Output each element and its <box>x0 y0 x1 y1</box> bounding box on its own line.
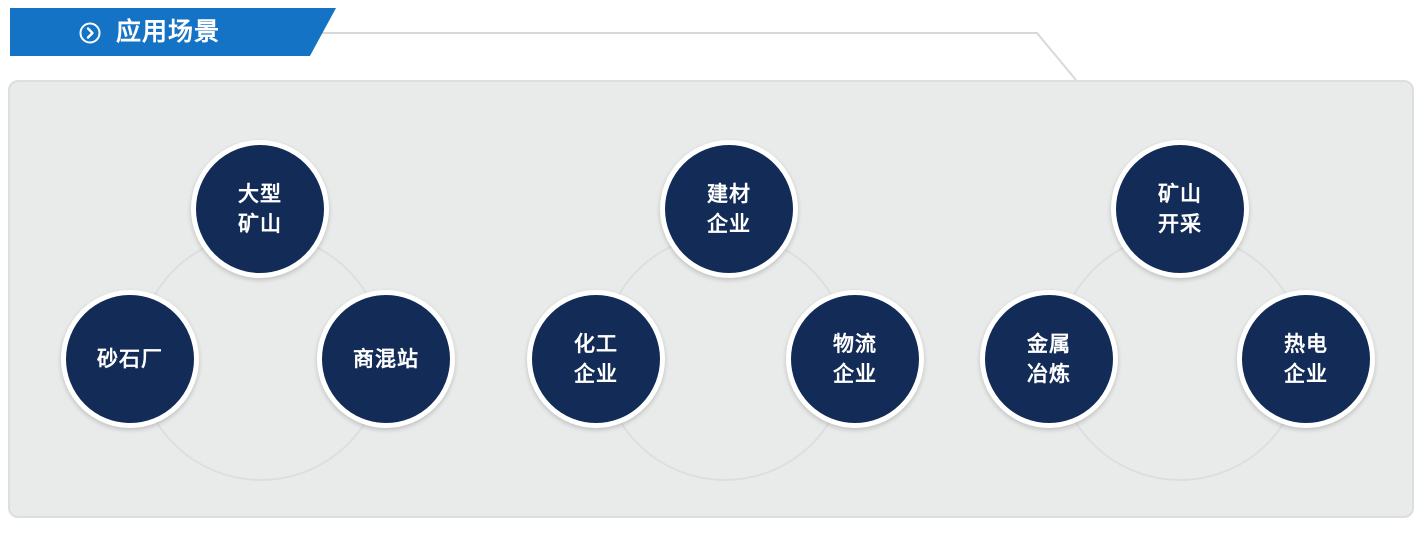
chevron-right-circle-icon <box>79 22 101 44</box>
node-label: 砂石厂 <box>97 347 163 371</box>
node-building-materials: 建材 企业 <box>660 140 798 278</box>
node-label: 商混站 <box>353 347 419 371</box>
node-label: 热电 企业 <box>1284 332 1328 386</box>
node-mining: 矿山 开采 <box>1111 140 1249 278</box>
header-divider-line <box>320 32 1077 81</box>
section-title-banner <box>10 8 336 56</box>
node-label: 建材 企业 <box>707 182 751 236</box>
node-thermal-power: 热电 企业 <box>1237 290 1375 428</box>
node-sand-gravel-plant: 砂石厂 <box>61 290 199 428</box>
node-label: 金属 冶炼 <box>1027 332 1071 386</box>
node-chemical: 化工 企业 <box>527 290 665 428</box>
node-concrete-station: 商混站 <box>317 290 455 428</box>
node-label: 物流 企业 <box>833 332 877 386</box>
node-metal-smelting: 金属 冶炼 <box>980 290 1118 428</box>
node-label: 大型 矿山 <box>238 182 282 236</box>
node-logistics: 物流 企业 <box>786 290 924 428</box>
node-label: 矿山 开采 <box>1158 182 1202 236</box>
node-label: 化工 企业 <box>574 332 618 386</box>
section-title: 应用场景 <box>116 17 221 46</box>
node-large-mine: 大型 矿山 <box>191 140 329 278</box>
